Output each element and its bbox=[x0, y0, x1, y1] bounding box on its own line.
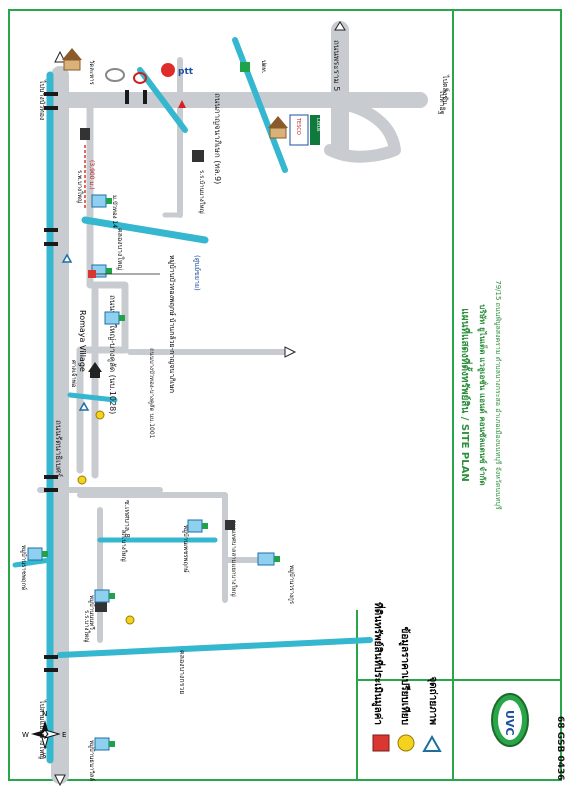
stamp-code: 68 GSB 0436 bbox=[555, 716, 565, 781]
compass-icon: N S W E bbox=[22, 710, 66, 760]
temple-icon bbox=[62, 48, 82, 71]
label-canal-1: คลองบางใหญ่ bbox=[116, 228, 125, 270]
legend-red-square bbox=[372, 734, 390, 752]
label-1001: ถนนบางบัวทอง-บางคูลัด นบ.1001 bbox=[148, 348, 155, 439]
label-school3: ร.ร.บางใหญ่ bbox=[83, 610, 91, 642]
label-school1: ร.ร.บ้านบางใหญ่ bbox=[198, 170, 206, 214]
plan-title: แผนที่แสดงที่ตั้งทรัพย์สิน / SITE PLAN bbox=[459, 308, 473, 481]
road-soi8 bbox=[77, 492, 228, 603]
outer-frame bbox=[8, 9, 562, 781]
dir-rama5: ไปตลิ่งชัน bbox=[441, 74, 450, 105]
canal-low bbox=[57, 637, 373, 658]
label-soi8: ซ.เทศบาล 8 bbox=[123, 500, 131, 538]
hospital-icon bbox=[80, 128, 235, 612]
tesco-lotus-logo: TESCO Lotus bbox=[289, 114, 321, 146]
label-distance: (3,900 ม.) bbox=[88, 160, 95, 190]
village-icons bbox=[27, 194, 275, 751]
label-village-c: หมู่บ้านนนทวี bbox=[88, 595, 96, 630]
interchange-loop bbox=[304, 94, 401, 163]
label-highway-9: ถนนกาญจนาภิเษก (ทล.9) bbox=[213, 93, 222, 184]
legend-item-3: จุดถ่ายภาพ bbox=[427, 676, 439, 725]
comparable-markers bbox=[77, 410, 135, 625]
label-village-a: หมู่บ้านเพชรพฤกษ์ bbox=[182, 525, 190, 573]
svg-text:UVC: UVC bbox=[503, 710, 516, 736]
canal-mid-1 bbox=[67, 392, 118, 403]
label-village-e: หมู่บ้านวรางกูร bbox=[288, 565, 295, 605]
svg-text:W: W bbox=[22, 731, 29, 739]
canals bbox=[12, 37, 373, 764]
temple-icon-2 bbox=[268, 116, 288, 139]
fuel-icon bbox=[240, 62, 250, 72]
legend-item-1: ที่ดินทรัพย์สินที่ประเมินมูลค่า bbox=[371, 602, 386, 725]
legend-yellow-circle bbox=[397, 734, 415, 752]
bridges bbox=[44, 90, 147, 672]
label-subject-village: หมู่บ้านบัวทองพฤกษ์ บ้านกล้วย-กาญจนาภิเษ… bbox=[168, 255, 176, 393]
viewpoint-markers bbox=[61, 253, 90, 411]
label-canal-2: คลองบางกรวย bbox=[178, 650, 186, 694]
svg-text:Lotus: Lotus bbox=[315, 118, 321, 132]
ptt-icon: ptt bbox=[161, 63, 194, 77]
canal-top-2 bbox=[232, 37, 288, 173]
company-address: 79/15 ถนนพิบูลสงคราม ตำบลบางกระสอ อำเภอเ… bbox=[494, 280, 502, 510]
label-ptt: ปตท. bbox=[260, 60, 267, 74]
canal-top-1 bbox=[137, 67, 188, 133]
legend-item-2: ข้อมูลราคาเปรียบเทียบ bbox=[398, 627, 411, 725]
svg-text:TESCO: TESCO bbox=[295, 117, 301, 135]
label-hospital: ร.พ.บางใหญ่ bbox=[76, 170, 84, 203]
label-subject-note: (ศูนย์ขยาย) bbox=[193, 255, 201, 291]
svg-text:E: E bbox=[62, 731, 66, 739]
dir-top-left: ไปบางบัวทอง bbox=[38, 79, 47, 120]
label-police: สภ.บางใหญ่ bbox=[120, 530, 128, 562]
village-tags bbox=[42, 198, 280, 747]
uvc-logo: UVC bbox=[491, 693, 529, 747]
label-1028: ถนนบางใหญ่-บางคูลัด (นบ.1028) bbox=[107, 295, 117, 414]
legend-viewpoint-icon bbox=[422, 734, 442, 752]
label-bang-len: ถนนเทศบาลสามแยกบางใหญ่ bbox=[230, 520, 238, 597]
svg-text:S: S bbox=[42, 752, 47, 760]
title-block: แผนที่แสดงที่ตั้งทรัพย์สิน / SITE PLAN บ… bbox=[459, 280, 502, 510]
shrine-icon bbox=[88, 362, 102, 378]
roads bbox=[37, 21, 428, 784]
canal-left-short bbox=[12, 557, 53, 568]
label-soi14: ม.บัวทอง 14 bbox=[111, 195, 118, 228]
label-phra-ram-5: ถนนพระราม 5 bbox=[332, 40, 341, 91]
label-main-highway: ถนนรัตนาธิเบศร์ bbox=[54, 420, 64, 478]
legend: ที่ดินทรัพย์สินที่ประเมินมูลค่า ข้อมูลรา… bbox=[371, 602, 442, 752]
direction-arrows bbox=[54, 21, 346, 787]
label-temple: ศาลเจ้าพ่อ bbox=[70, 360, 77, 388]
label-romaya: Romaya Village bbox=[78, 310, 87, 372]
company-name: บริษัท ยูไนเต็ด แวลูเอชั่น แอนด์ คอนซัลแ… bbox=[477, 304, 489, 485]
dir-1001: ไปท่าอิฐ bbox=[438, 89, 447, 115]
canal-top-3 bbox=[81, 216, 209, 244]
subject-property-marker bbox=[88, 270, 160, 278]
svg-text:ptt: ptt bbox=[178, 67, 194, 77]
label-village-b: หมู่บ้านราชพฤกษ์ bbox=[20, 545, 28, 590]
label-wat: วัดละหาร bbox=[88, 60, 95, 85]
label-village-d: หมู่บ้านธนาวิลล์ bbox=[88, 740, 96, 781]
svg-text:N: N bbox=[42, 710, 47, 718]
brand-logo-icon bbox=[105, 68, 186, 108]
